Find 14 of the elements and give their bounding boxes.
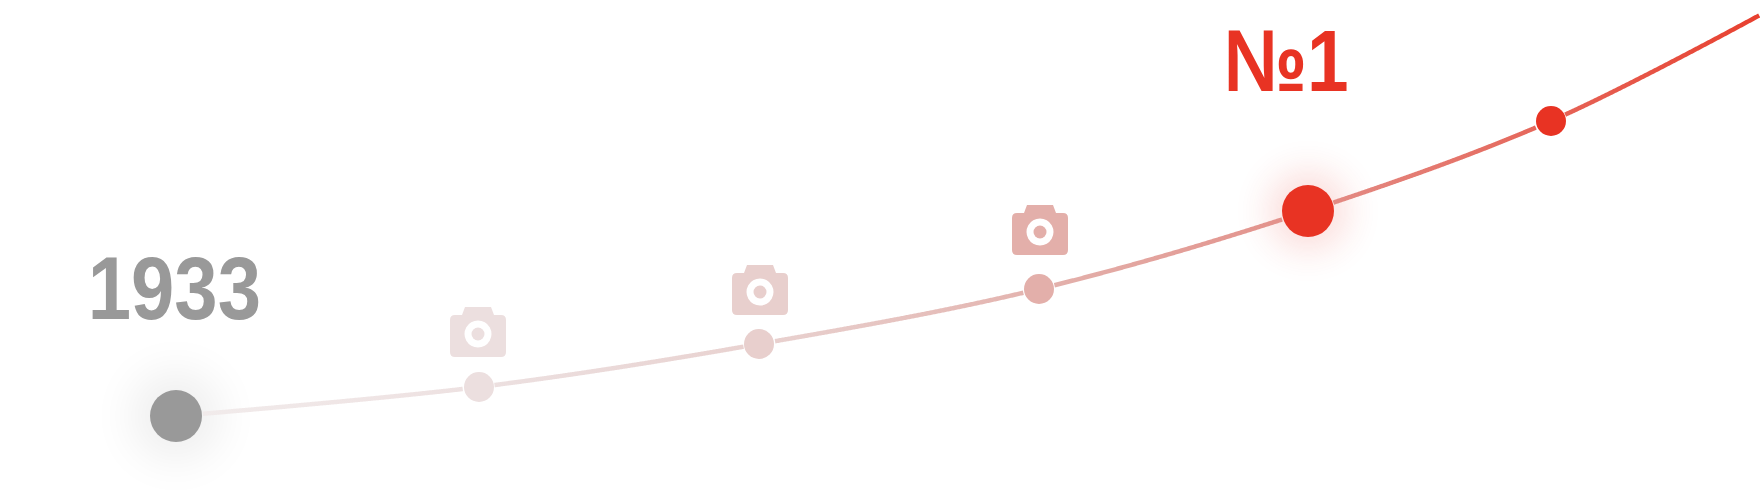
- curve-line: [201, 386, 464, 416]
- timeline-dot: [1024, 274, 1054, 304]
- curve-line: [1563, 13, 1760, 117]
- timeline-dot: [150, 390, 202, 442]
- timeline-dot: [1536, 106, 1566, 136]
- curve-line: [1053, 217, 1284, 288]
- curve-line: [773, 290, 1025, 344]
- timeline-dot: [1282, 185, 1334, 237]
- timeline-dot: [464, 372, 494, 402]
- rank-label: №1: [1222, 17, 1350, 105]
- curve-line: [493, 344, 745, 388]
- timeline-dot: [744, 329, 774, 359]
- curve-line: [1332, 125, 1538, 205]
- year-label: 1933: [86, 244, 262, 333]
